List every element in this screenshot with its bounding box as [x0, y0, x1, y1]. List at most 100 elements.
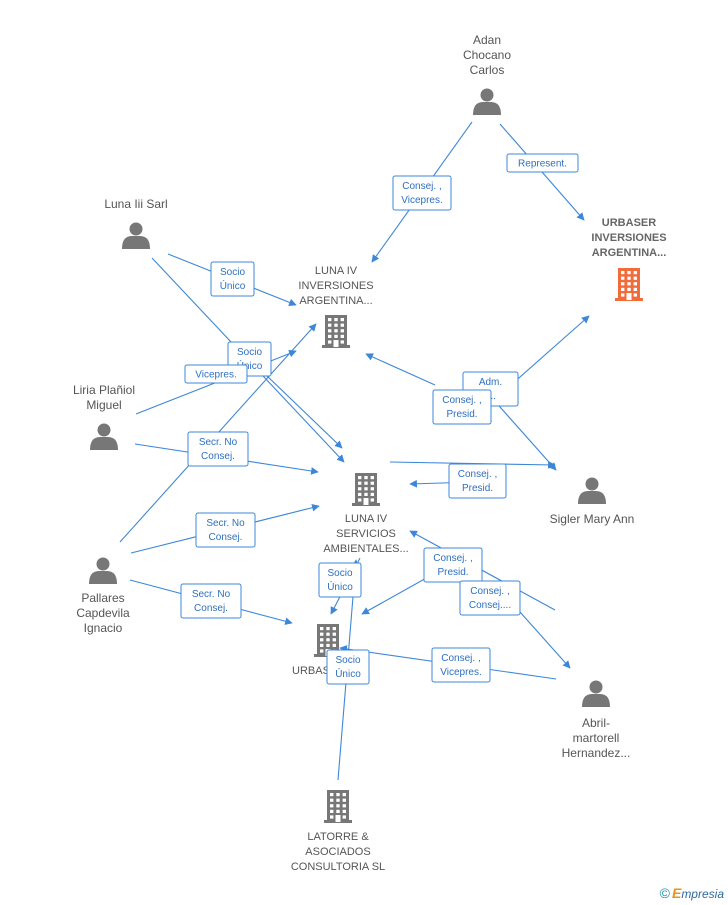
edge-label-box	[506, 153, 579, 173]
node-label-line: INVERSIONES	[591, 232, 666, 244]
person-icon	[90, 423, 118, 450]
person-icon	[473, 88, 501, 115]
edge-label-line: Consej. ,	[442, 395, 481, 406]
edge-label-text: Consej. ,Presid.	[433, 553, 472, 578]
edge-label-box	[210, 261, 255, 297]
node-label-line: Liria Plañiol	[73, 383, 135, 397]
node-label-line: Miguel	[86, 398, 121, 412]
edge-label-line: Consej.	[209, 532, 243, 543]
edge-label-line: Secr. No	[192, 589, 231, 600]
edge-label[interactable]: Consej. ,Presid.	[423, 547, 483, 583]
edge-label-line: Presid.	[437, 567, 468, 578]
edge-label-box	[392, 175, 452, 211]
node-label-line: Chocano	[463, 48, 511, 62]
node-label-line: Luna Iii Sarl	[104, 197, 167, 211]
edge-label-line: Único	[220, 279, 246, 292]
edge-label-text: Consej. , Vicepres.	[401, 181, 443, 206]
edge-label-line: Vicepres.	[401, 195, 443, 206]
edge-label-line: Consej. ,	[458, 469, 497, 480]
node-label-line: Carlos	[470, 63, 505, 77]
edge-label-line: Socio	[335, 655, 360, 666]
edge-label-text: Consej. , Presid.	[442, 395, 481, 420]
edge-label-line: Vicepres.	[440, 667, 482, 678]
highlighted-company-icon	[615, 268, 643, 301]
node-label[interactable]: Luna Iii Sarl	[104, 197, 167, 211]
node-label[interactable]: Sigler Mary Ann	[550, 512, 635, 526]
company-icon	[352, 473, 380, 506]
edge-label-line: Consej. ,	[470, 586, 509, 597]
node-label-line: LATORRE &	[307, 831, 369, 843]
edge-label-line: Presid.	[462, 483, 493, 494]
node-label-line: ARGENTINA...	[592, 247, 667, 259]
edge-label-line: Consej. ,	[402, 181, 441, 192]
edge-label-box	[326, 649, 370, 685]
edge-label-line: Vicepres.	[195, 370, 237, 381]
node-label-line: ASOCIADOS	[305, 846, 370, 858]
edge-label[interactable]: Secr. No Consej.	[180, 583, 242, 619]
node-label-line: INVERSIONES	[298, 280, 373, 292]
person-icon	[578, 477, 606, 504]
edge-label-box	[187, 431, 249, 467]
edge-label-line: Secr. No	[206, 518, 245, 529]
edge-label-line: Socio	[220, 267, 245, 278]
edge-label[interactable]: Consej. , Presid.	[448, 463, 507, 499]
edge-label[interactable]: Vicepres.	[184, 364, 248, 384]
node-label-line: Hernandez...	[562, 746, 631, 760]
brand-initial: E	[671, 885, 682, 901]
edge-label[interactable]: Consej. , Presid.	[432, 389, 492, 425]
edge-label-line: Socio	[237, 347, 262, 358]
edge-label-text: Consej. , Presid.	[458, 469, 497, 494]
edge-label-line: Represent.	[518, 159, 567, 170]
edge-label-box	[423, 547, 483, 583]
edge-label-line: Consej.	[194, 603, 228, 614]
node-label[interactable]: LATORRE & ASOCIADOS CONSULTORIA SL	[291, 831, 385, 873]
edge-connector	[365, 353, 436, 386]
edge-label-line: Consej.	[201, 451, 235, 462]
node-label[interactable]: URBAS	[292, 665, 330, 677]
edge-label[interactable]: Secr. No Consej.	[195, 512, 256, 548]
edge-connector	[491, 397, 557, 471]
edge-label-line: Presid.	[446, 409, 477, 420]
edge-label-line: Adm.	[479, 377, 502, 388]
edge-label[interactable]: Consej. , Vicepres.	[392, 175, 452, 211]
node-label-line: URBAS	[292, 665, 330, 677]
edge-label[interactable]: Consej. , Consej....	[459, 580, 521, 616]
edge-label-line: Consej. ,	[441, 653, 480, 664]
node-label-line: CONSULTORIA SL	[291, 861, 385, 873]
edge-label-line: Consej....	[469, 600, 511, 611]
node-label-line: AMBIENTALES...	[323, 543, 408, 555]
node-label-line: martorell	[573, 731, 620, 745]
edge-label-line: Único	[327, 580, 353, 593]
person-icon	[582, 680, 610, 707]
edge-label[interactable]: Consej. , Vicepres.	[431, 647, 491, 683]
person-icon	[122, 222, 150, 249]
company-icon	[322, 315, 350, 348]
edge-label-text: Represent.	[518, 159, 567, 170]
edge-label-text: Consej. , Consej....	[469, 586, 511, 611]
person-icon	[89, 557, 117, 584]
copyright-symbol: ©	[659, 885, 670, 901]
edge-label[interactable]: Represent.	[506, 153, 579, 173]
node-label-line: LUNA IV	[345, 513, 388, 525]
edge-connector	[519, 611, 571, 669]
node-label-line: Pallares	[81, 591, 124, 605]
brand-name: mpresia	[681, 887, 724, 901]
edge-label-box	[184, 364, 248, 384]
node-label-line: Ignacio	[84, 621, 123, 635]
